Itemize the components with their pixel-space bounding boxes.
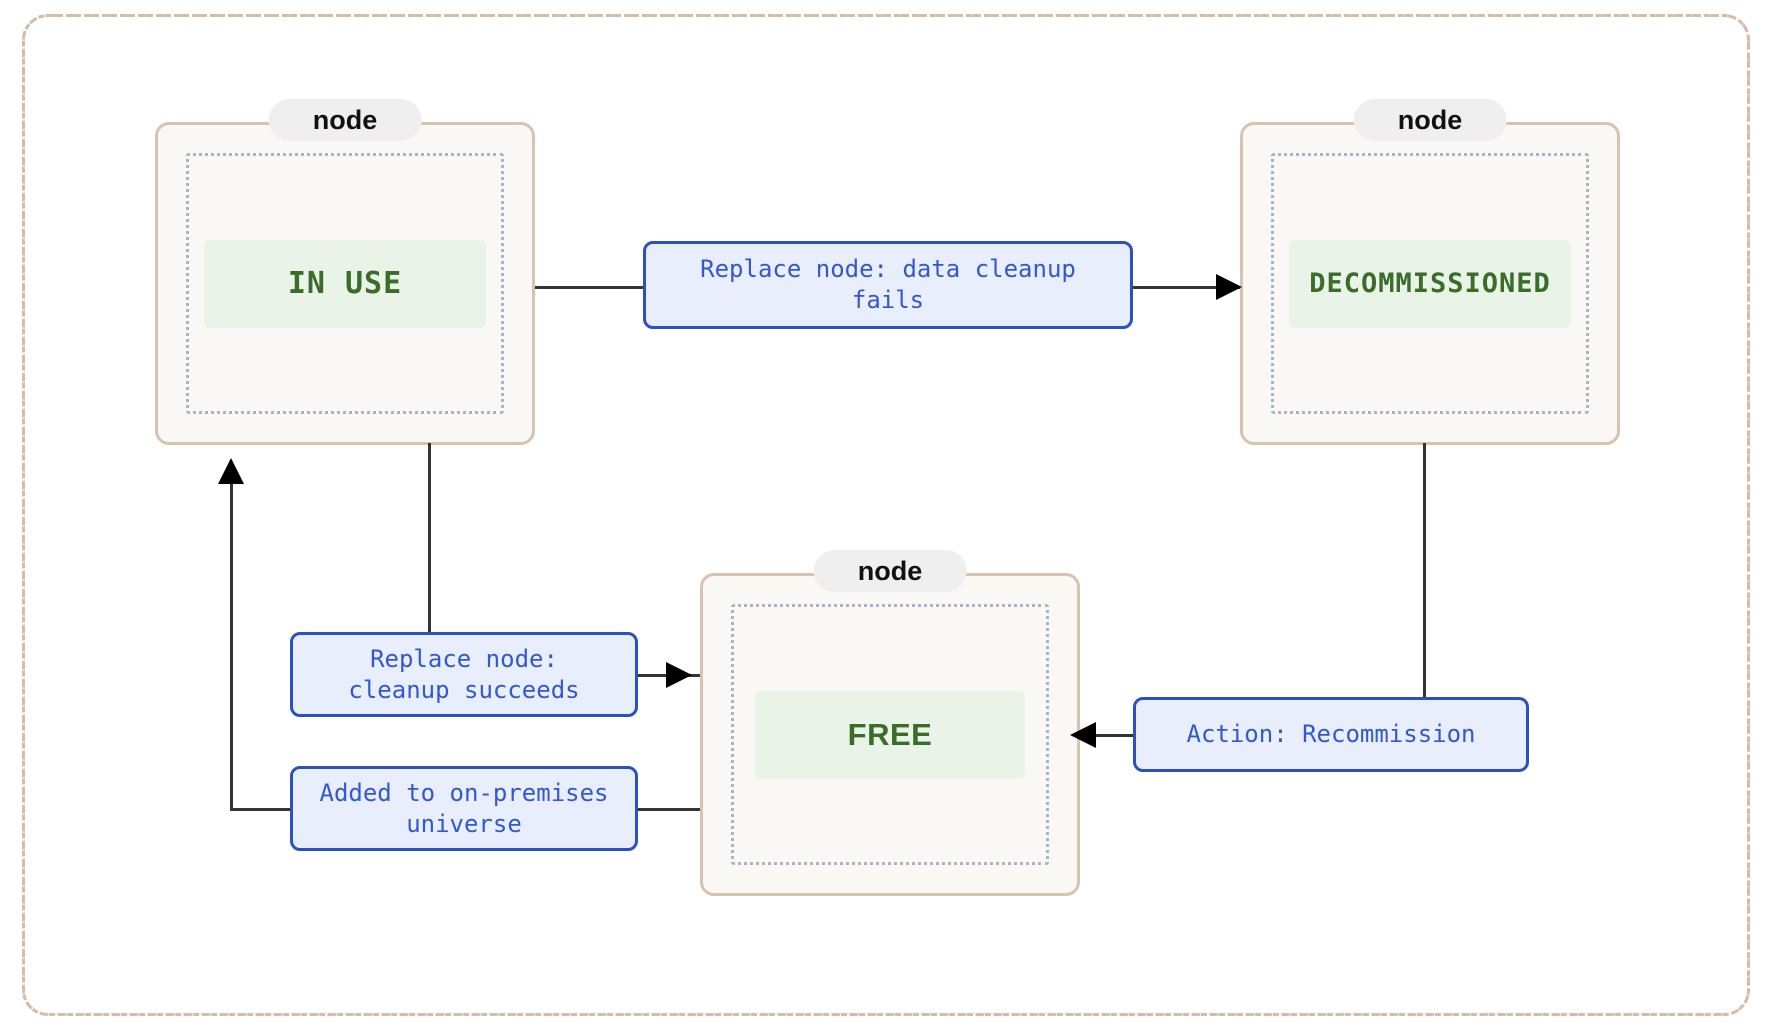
connector-in-use-to-label-t1 (535, 286, 645, 289)
state-node-in-use[interactable]: node IN USE (155, 99, 535, 445)
edge-label-added-to-on-premises-universe[interactable]: Added to on-premises universe (290, 766, 638, 851)
edge-label-replace-node-cleanup-fails[interactable]: Replace node: data cleanup fails (643, 241, 1133, 329)
arrowhead-to-in-use (218, 458, 244, 484)
state-node-inner-region (1271, 153, 1589, 414)
connector-up-to-in-use (230, 478, 233, 810)
connector-label-t4-to-free (1075, 734, 1135, 737)
connector-decommissioned-down-to-label-t4 (1423, 443, 1426, 703)
leaf-state-decommissioned[interactable]: DECOMMISSIONED (1289, 239, 1571, 328)
connector-label-t1-to-decommissioned (1130, 286, 1240, 289)
leaf-state-free[interactable]: FREE (755, 690, 1025, 779)
connector-label-t3-left-stub (230, 808, 290, 811)
state-node-decommissioned[interactable]: node DECOMMISSIONED (1240, 99, 1620, 445)
state-node-title: node (1353, 99, 1507, 141)
connector-free-to-label-t3 (635, 808, 700, 811)
state-node-inner-region (731, 604, 1049, 865)
connector-in-use-down-to-label-t2 (428, 443, 431, 646)
edge-label-action-recommission[interactable]: Action: Recommission (1133, 697, 1529, 772)
state-node-free[interactable]: node FREE (700, 550, 1080, 896)
leaf-state-in-use[interactable]: IN USE (204, 239, 486, 328)
state-node-title: node (813, 550, 967, 592)
edge-label-replace-node-cleanup-succeeds[interactable]: Replace node: cleanup succeeds (290, 632, 638, 717)
diagram-outer-frame (22, 14, 1750, 1016)
arrowhead-to-free-from-cleanup-succeeds (666, 662, 692, 688)
state-node-title: node (268, 99, 422, 141)
arrowhead-to-free-from-recommission (1070, 722, 1096, 748)
arrowhead-to-decommissioned (1216, 274, 1242, 300)
state-node-inner-region (186, 153, 504, 414)
